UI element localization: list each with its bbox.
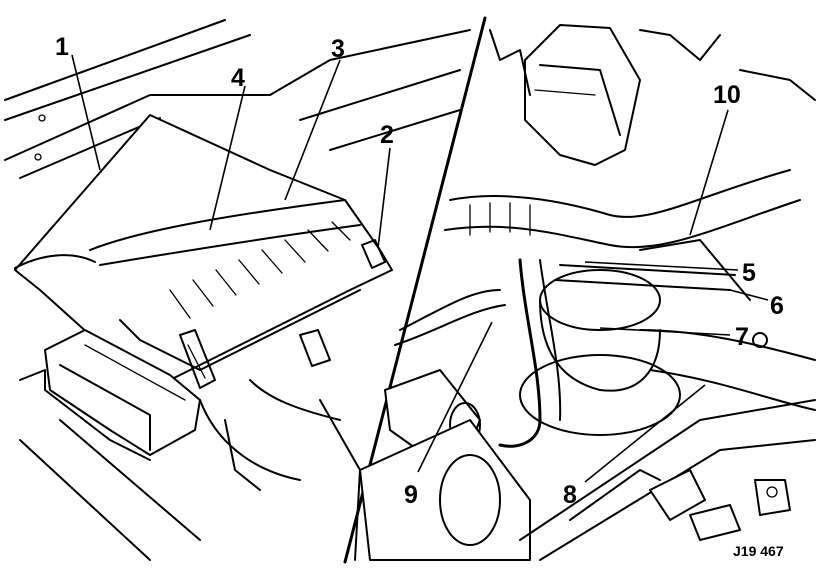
left-panel-illustration bbox=[4, 19, 471, 561]
figure-reference-code: J19 467 bbox=[733, 543, 784, 559]
callout-5: 5 bbox=[742, 259, 756, 287]
right-panel-illustration bbox=[359, 24, 816, 561]
callout-8: 8 bbox=[563, 481, 577, 509]
callout-4: 4 bbox=[231, 64, 245, 92]
callout-7: 7 bbox=[735, 323, 749, 351]
callout-1: 1 bbox=[55, 33, 69, 61]
callout-10: 10 bbox=[713, 81, 741, 109]
leader-lines bbox=[71, 54, 769, 483]
callout-2: 2 bbox=[380, 121, 394, 149]
callout-6: 6 bbox=[770, 292, 784, 320]
callout-3: 3 bbox=[331, 35, 345, 63]
callout-9: 9 bbox=[404, 481, 418, 509]
